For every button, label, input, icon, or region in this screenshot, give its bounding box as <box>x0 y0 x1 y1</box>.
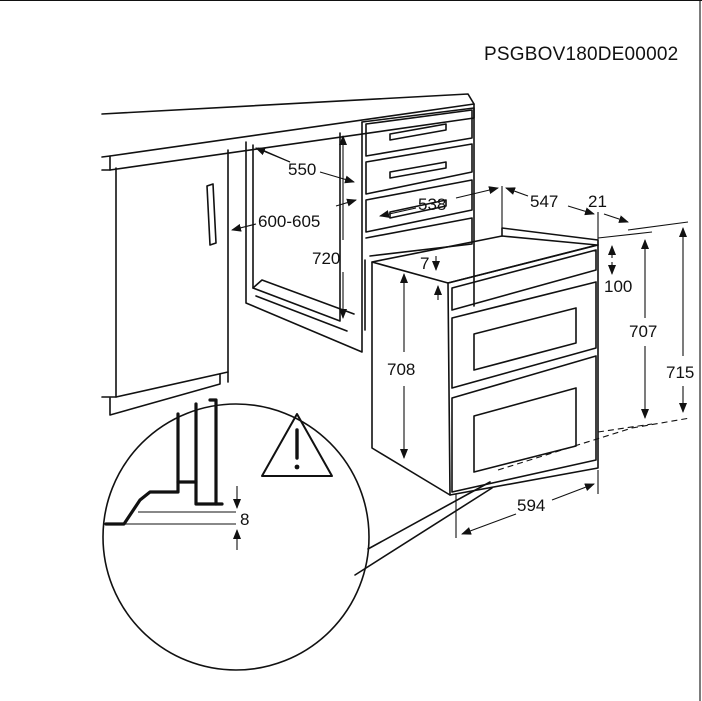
dimension-720: 720 <box>312 135 347 319</box>
dimension-21: 21 <box>588 192 629 244</box>
label-707: 707 <box>629 322 657 341</box>
dimension-547: 547 <box>505 187 595 216</box>
built-in-oven <box>371 227 599 496</box>
dimension-594: 594 <box>455 470 599 538</box>
label-720: 720 <box>312 249 340 268</box>
dimension-538: 538 <box>379 186 503 230</box>
label-547: 547 <box>530 192 558 211</box>
label-550: 550 <box>288 160 316 179</box>
dimension-707: 707 <box>597 231 657 433</box>
label-538: 538 <box>418 195 446 214</box>
warning-triangle-icon <box>261 413 333 477</box>
dimension-708: 708 <box>387 273 415 459</box>
label-21: 21 <box>588 192 607 211</box>
dimension-600-605: 600-605 <box>231 198 357 232</box>
label-708: 708 <box>387 360 415 379</box>
dimension-550: 550 <box>255 147 355 184</box>
drawing-code: PSGBOV180DE00002 <box>484 44 679 65</box>
label-715: 715 <box>666 363 694 382</box>
label-100: 100 <box>604 277 632 296</box>
label-7: 7 <box>420 254 429 273</box>
dimension-100: 100 <box>604 245 632 296</box>
kitchen-cabinet <box>101 93 475 416</box>
label-594: 594 <box>517 496 545 515</box>
dimension-715: 715 <box>497 221 694 471</box>
detail-callout: 8 <box>102 398 493 671</box>
dimension-7: 7 <box>420 254 442 300</box>
label-600-605: 600-605 <box>258 212 320 231</box>
label-8: 8 <box>240 510 249 529</box>
